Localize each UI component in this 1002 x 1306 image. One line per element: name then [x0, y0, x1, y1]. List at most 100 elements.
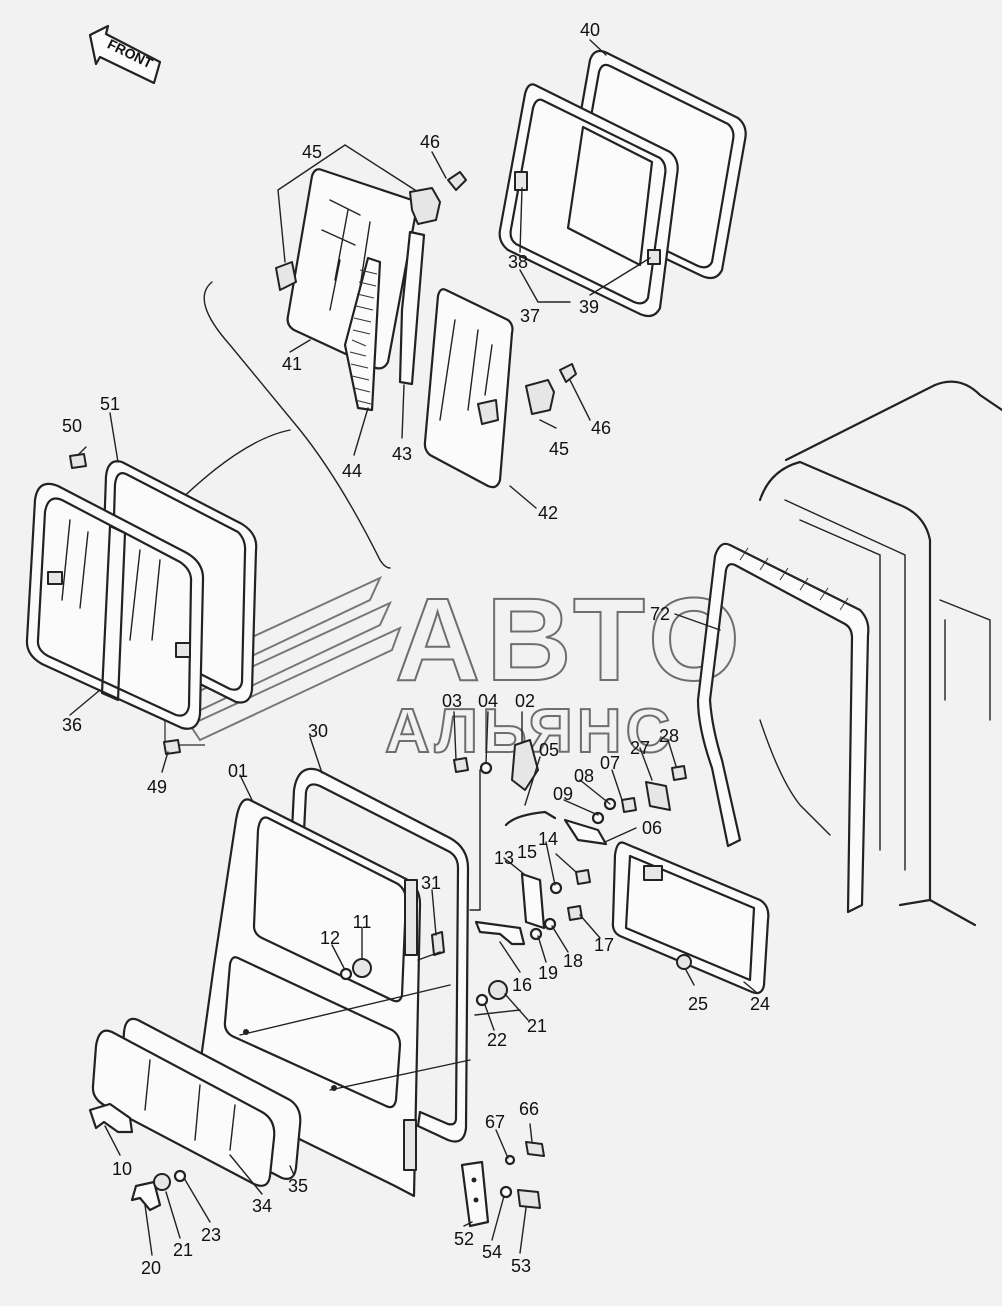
label-07: 07	[600, 753, 620, 773]
nut-21-lower	[153, 1173, 171, 1191]
label-67: 67	[485, 1112, 505, 1132]
label-23: 23	[201, 1225, 221, 1245]
label-52: 52	[454, 1229, 474, 1249]
label-15: 15	[517, 842, 537, 862]
label-24: 24	[750, 994, 770, 1014]
label-45-top: 45	[302, 142, 322, 162]
label-38: 38	[508, 252, 528, 272]
label-66: 66	[519, 1099, 539, 1119]
bolt-53	[517, 1189, 541, 1209]
label-06: 06	[642, 818, 662, 838]
washer-04	[479, 761, 493, 775]
window-frame-37	[498, 83, 679, 318]
label-05: 05	[539, 740, 559, 760]
label-31: 31	[421, 873, 441, 893]
front-arrow: FRONT	[88, 24, 162, 85]
label-17: 17	[594, 935, 614, 955]
label-40: 40	[580, 20, 600, 40]
label-46-mid: 46	[591, 418, 611, 438]
window-assembly-36	[25, 482, 205, 730]
label-37: 37	[520, 306, 540, 326]
label-21-lower: 21	[173, 1240, 193, 1260]
label-72: 72	[650, 604, 670, 624]
label-04: 04	[478, 691, 498, 711]
label-43: 43	[392, 444, 412, 464]
nut-11	[352, 958, 372, 978]
label-44: 44	[342, 461, 362, 481]
door-seal-72	[696, 542, 870, 914]
rod-05	[504, 810, 557, 827]
trim-panel-24	[611, 841, 770, 995]
watermark-line1: АВТО	[395, 574, 746, 706]
watermark: АВТО АЛЬЯНС	[164, 573, 746, 767]
label-01: 01	[228, 761, 248, 781]
glass-panel-42	[423, 288, 577, 489]
label-22: 22	[487, 1030, 507, 1050]
washer-19	[529, 927, 543, 941]
label-45-mid: 45	[549, 439, 569, 459]
label-46-top: 46	[420, 132, 440, 152]
lower-glass-34	[91, 1029, 276, 1187]
label-02: 02	[515, 691, 535, 711]
plate-13	[520, 872, 546, 930]
cab-body	[758, 380, 1002, 927]
washer-09	[591, 811, 605, 825]
strip-43	[398, 230, 426, 386]
label-09: 09	[553, 784, 573, 804]
label-51: 51	[100, 394, 120, 414]
bolt-03	[453, 757, 469, 773]
part-50	[69, 453, 87, 469]
label-08: 08	[574, 766, 594, 786]
part-49	[163, 739, 181, 755]
bolt-28	[671, 765, 687, 781]
label-21-upper: 21	[527, 1016, 547, 1036]
washer-12	[339, 967, 353, 981]
glass-panel-41	[275, 168, 467, 370]
label-12: 12	[320, 928, 340, 948]
hinge-52	[460, 1160, 490, 1228]
button-25	[676, 954, 692, 970]
label-34: 34	[252, 1196, 272, 1216]
label-20: 20	[141, 1258, 161, 1278]
label-30: 30	[308, 721, 328, 741]
label-19: 19	[538, 963, 558, 983]
striker-27	[645, 781, 671, 811]
label-50: 50	[62, 416, 82, 436]
label-41: 41	[282, 354, 302, 374]
bracket-06	[563, 818, 608, 846]
label-27: 27	[630, 738, 650, 758]
label-25: 25	[688, 994, 708, 1014]
pin-31	[431, 931, 445, 956]
washer-22	[475, 993, 489, 1007]
label-11: 11	[353, 912, 372, 932]
label-28: 28	[659, 726, 679, 746]
washer-54	[499, 1185, 513, 1199]
washer-23	[173, 1169, 187, 1183]
bolt-66	[525, 1141, 545, 1157]
label-49: 49	[147, 777, 167, 797]
bolt-17	[567, 905, 583, 921]
label-39: 39	[579, 297, 599, 317]
label-36: 36	[62, 715, 82, 735]
label-10: 10	[112, 1159, 132, 1179]
leader-lines	[69, 39, 757, 1256]
label-53: 53	[511, 1256, 531, 1276]
handle-16	[474, 920, 526, 946]
label-03: 03	[442, 691, 462, 711]
latch-02	[511, 739, 539, 791]
part-number-labels: 40 45 46 38 37 39 41 44 43 46 45 42 50 5…	[62, 20, 770, 1278]
washer-14	[549, 881, 563, 895]
label-35: 35	[288, 1176, 308, 1196]
label-13: 13	[494, 848, 514, 868]
seal-44	[343, 256, 382, 412]
bolt-15	[575, 869, 591, 885]
handle-10	[88, 1102, 134, 1134]
label-16: 16	[512, 975, 532, 995]
label-18: 18	[563, 951, 583, 971]
bolt-07	[621, 797, 637, 813]
label-42: 42	[538, 503, 558, 523]
nut-21-upper	[488, 980, 508, 1000]
label-54: 54	[482, 1242, 502, 1262]
